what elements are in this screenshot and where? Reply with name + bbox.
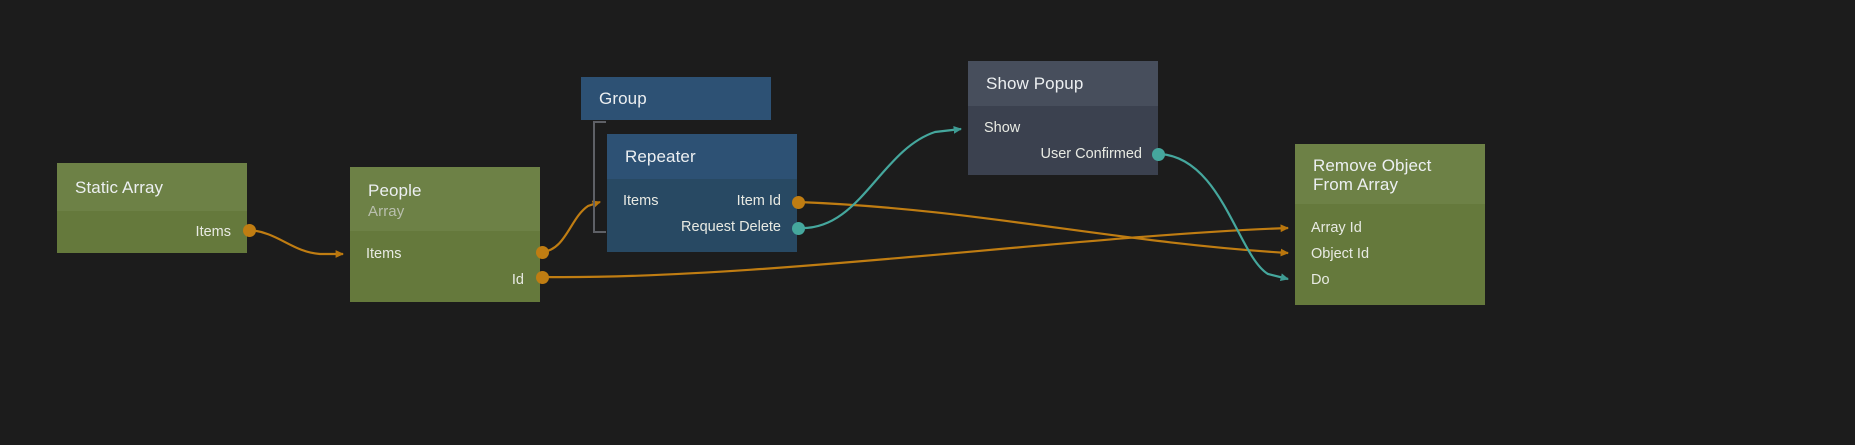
port-row-output-request-delete[interactable]: Request Delete [607,214,797,240]
port-label: Request Delete [681,219,781,235]
node-subtitle: Array [368,203,405,220]
node-title: Remove Object From Array [1313,156,1432,194]
port-row-input-object-id[interactable]: Object Id [1295,241,1485,267]
port-label: Items [366,246,402,262]
port-row-input-array-id[interactable]: Array Id [1295,215,1485,241]
node-header-people: People Array [350,167,540,231]
node-people[interactable]: People Array Items Id [350,167,540,302]
node-title: Show Popup [986,74,1084,93]
node-header-group: Group [581,77,771,120]
node-header-repeater: Repeater [607,134,797,179]
node-title: Repeater [625,147,696,166]
port-dot-repeater-item-id[interactable] [792,196,805,209]
wire-static-items-to-people-items [248,228,344,258]
port-row-output-item-id[interactable]: Item Id [607,188,797,214]
wire-requestdelete-to-show [797,125,962,230]
wire-people-items-to-repeater-items [541,200,601,254]
node-title: People [368,181,422,200]
port-label: Object Id [1311,246,1370,262]
node-header-remove-object-from-array: Remove Object From Array [1295,144,1485,204]
port-row-input-items[interactable]: Items [607,188,797,214]
node-remove-object-from-array[interactable]: Remove Object From Array Array Id Object… [1295,144,1485,305]
node-group[interactable]: Group [581,77,771,120]
node-body-repeater: Items Item Id Request Delete [607,179,797,252]
node-static-array[interactable]: Static Array Items [57,163,247,253]
node-body-remove-object-from-array: Array Id Object Id Do [1295,204,1485,305]
port-dot-show-popup-user-confirmed[interactable] [1152,148,1165,161]
port-label: Do [1311,272,1330,288]
port-row-output-user-confirmed[interactable]: User Confirmed [968,141,1158,167]
wire-repeater-itemid-to-objectid [797,200,1289,257]
port-label: User Confirmed [1040,146,1142,162]
port-dot-people-id-out[interactable] [536,271,549,284]
port-label: Item Id [736,193,781,209]
node-header-static-array: Static Array [57,163,247,211]
port-label: Items [195,224,231,240]
node-title: Static Array [75,178,164,197]
port-label: Show [984,120,1021,136]
group-containment-bracket [593,121,606,233]
port-label: Array Id [1311,220,1362,236]
port-label: Id [511,272,524,288]
node-repeater[interactable]: Repeater Items Item Id Request Delete [607,134,797,252]
port-row-output-items[interactable]: Items [57,219,247,245]
port-row-input-do[interactable]: Do [1295,267,1485,293]
port-dot-repeater-request-delete[interactable] [792,222,805,235]
port-row-output-id[interactable]: Id [350,267,540,293]
node-body-show-popup: Show User Confirmed [968,106,1158,175]
node-show-popup[interactable]: Show Popup Show User Confirmed [968,61,1158,175]
port-row-input-show[interactable]: Show [968,115,1158,141]
port-label: Items [623,193,659,209]
port-row-input-items[interactable]: Items [350,241,540,267]
node-body-people: Items Id [350,231,540,302]
node-body-static-array: Items [57,211,247,253]
node-header-show-popup: Show Popup [968,61,1158,106]
wire-userconfirmed-to-do [1159,152,1289,281]
port-dot-people-items-out[interactable] [536,246,549,259]
node-title: Group [599,89,647,108]
port-dot-static-array-items[interactable] [243,224,256,237]
